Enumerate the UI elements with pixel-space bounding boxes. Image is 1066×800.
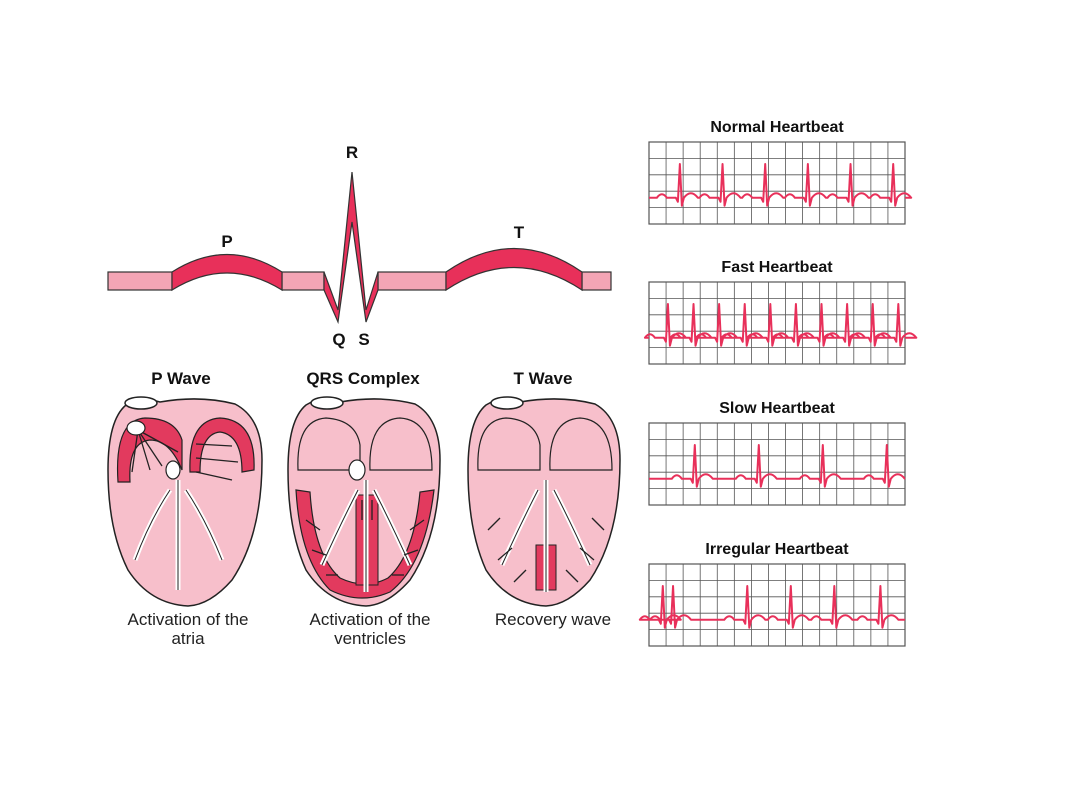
rhythm-strip: Normal Heartbeat (648, 119, 913, 225)
baseline-segment (281, 271, 325, 291)
strip-trace (643, 303, 918, 347)
strip-title: Irregular Heartbeat (705, 541, 849, 558)
strip-grid-lines (649, 142, 905, 224)
strip-title: Normal Heartbeat (710, 119, 844, 136)
qrs-complex-shape (323, 171, 379, 325)
ecg-waveform: P R Q S T (107, 143, 612, 349)
heart-caption-line2: ventricles (334, 629, 406, 648)
baseline-segment (581, 271, 612, 291)
rhythm-strip: Fast Heartbeat (643, 259, 918, 365)
heart-caption-line1: Recovery wave (495, 610, 611, 629)
heart-panel-qrs-complex: QRS Complex Activation of the ventricles (287, 369, 441, 648)
heart-atria-activation-icon (107, 396, 263, 607)
label-s: S (358, 330, 369, 349)
baseline-segment (377, 271, 447, 291)
strip-grid-frame (648, 141, 906, 225)
strip-trace (638, 585, 905, 629)
t-wave-shape (445, 248, 583, 292)
heart-title: T Wave (514, 369, 573, 388)
heart-caption-line2: atria (171, 629, 205, 648)
strip-grid-frame (648, 422, 906, 506)
rhythm-strip: Slow Heartbeat (648, 400, 906, 506)
heart-panel-t-wave: T Wave Recovery wave (467, 369, 621, 629)
heart-title: P Wave (151, 369, 211, 388)
strip-title: Fast Heartbeat (721, 259, 833, 276)
rhythm-strip: Irregular Heartbeat (638, 541, 906, 647)
strip-grid-lines (649, 564, 905, 646)
heart-caption-line1: Activation of the (310, 610, 431, 629)
heart-recovery-icon (467, 396, 621, 607)
baseline-segment (107, 271, 173, 291)
strip-grid-lines (649, 423, 905, 505)
strip-grid-frame (648, 563, 906, 647)
label-r: R (346, 143, 358, 162)
label-q: Q (332, 330, 345, 349)
label-p: P (221, 232, 232, 251)
strip-trace (649, 163, 913, 207)
p-wave-shape (171, 253, 283, 292)
strip-trace (649, 444, 906, 488)
heart-caption-line1: Activation of the (128, 610, 249, 629)
heart-ventricle-activation-icon (287, 396, 441, 607)
heart-panel-p-wave: P Wave Activation of the atria (107, 369, 263, 648)
strip-grid-frame (648, 281, 906, 365)
strip-title: Slow Heartbeat (719, 400, 835, 417)
heart-title: QRS Complex (306, 369, 420, 388)
label-t: T (514, 223, 525, 242)
